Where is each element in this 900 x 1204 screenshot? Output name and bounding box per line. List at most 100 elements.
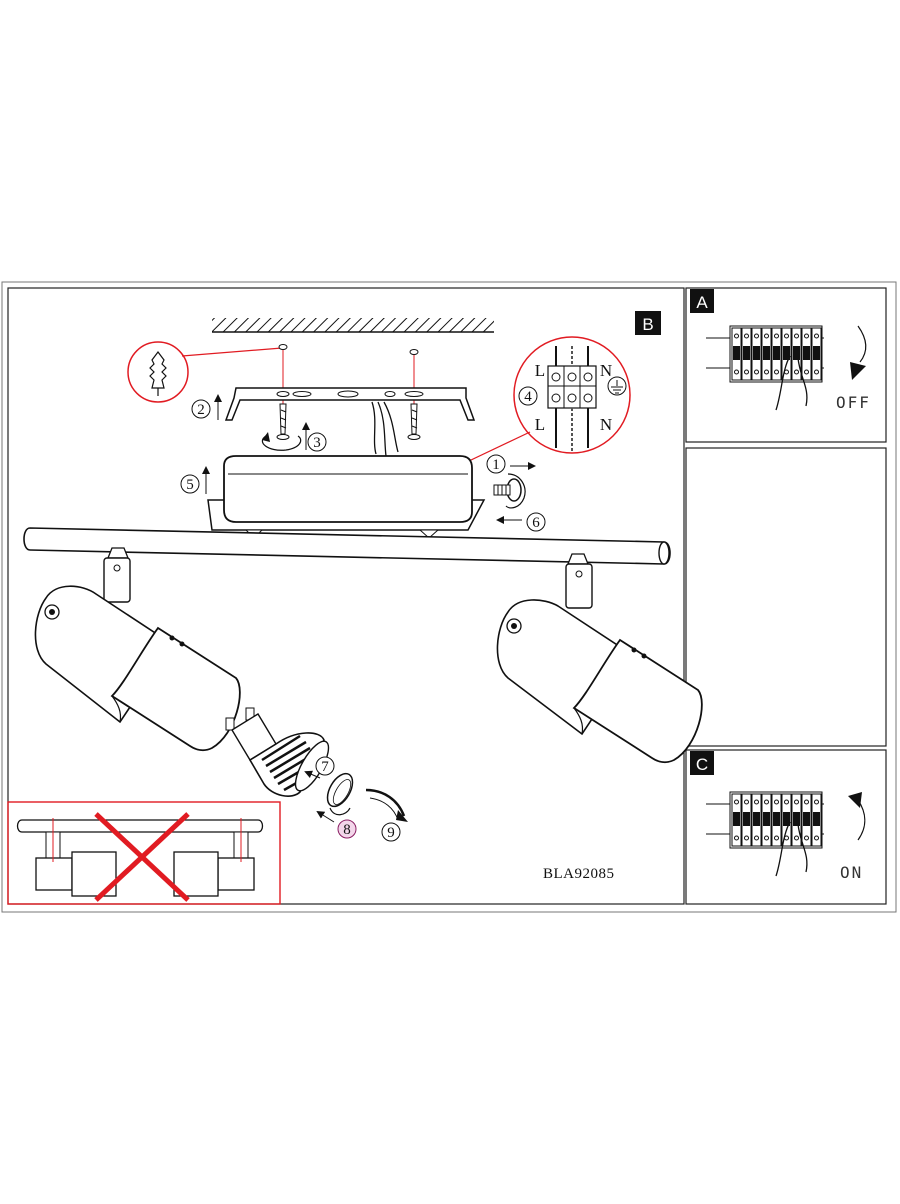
gu10-bulb: [225, 707, 330, 797]
breaker-terminal: [754, 799, 759, 805]
glass-ring: [326, 772, 354, 808]
breaker-terminal: [734, 333, 739, 339]
breaker-switch: [813, 812, 820, 826]
light-bar: [23, 527, 671, 565]
breaker-terminal: [744, 369, 749, 375]
breaker-terminal: [814, 835, 819, 841]
step-6-marker: 6: [496, 512, 546, 532]
breaker-switch: [793, 346, 800, 360]
breaker-switch: [773, 812, 780, 826]
breaker-switch: [743, 346, 750, 360]
svg-text:L: L: [535, 415, 545, 434]
off-label: OFF: [836, 393, 871, 412]
breaker-terminal: [794, 333, 799, 339]
panel-b-label: B: [635, 311, 661, 335]
blank-panel-frame: [685, 447, 887, 747]
svg-text:C: C: [696, 755, 708, 774]
breaker-terminal: [794, 835, 799, 841]
svg-text:5: 5: [186, 477, 194, 493]
svg-text:9: 9: [387, 825, 395, 841]
side-screw: [493, 478, 522, 502]
ceiling-wires: [371, 401, 399, 457]
step-1-marker: 1: [486, 454, 536, 474]
breaker-switch: [783, 812, 790, 826]
step-3-marker: 3: [261, 422, 327, 452]
earth-ground-icon: [607, 376, 627, 396]
svg-text:A: A: [696, 293, 708, 312]
breaker-terminal: [784, 333, 789, 339]
canopy: [207, 455, 486, 539]
svg-text:N: N: [600, 361, 612, 380]
breaker-terminal: [754, 369, 759, 375]
breaker-switch: [783, 346, 790, 360]
breaker-panel-off: OFF: [706, 325, 871, 412]
svg-text:1: 1: [492, 457, 500, 473]
breaker-terminal: [774, 835, 779, 841]
terminal-block-callout: L N L N: [513, 336, 631, 454]
breaker-terminal: [774, 369, 779, 375]
step-5-marker: 5: [180, 466, 210, 494]
breaker-switch: [763, 346, 770, 360]
screw-right: [407, 403, 421, 440]
svg-text:8: 8: [343, 822, 351, 838]
step-4-marker: 4: [518, 386, 538, 406]
panel-c-label: C: [690, 751, 714, 775]
step-9-marker: 9: [365, 788, 408, 842]
breaker-terminal: [794, 369, 799, 375]
breaker-terminal: [764, 369, 769, 375]
breaker-terminal: [804, 799, 809, 805]
breaker-switch: [793, 812, 800, 826]
breaker-row: [731, 793, 822, 847]
breaker-terminal: [804, 835, 809, 841]
step-7-marker: 7: [304, 756, 335, 779]
spotlight-right: [496, 553, 703, 764]
breaker-switch: [803, 346, 810, 360]
outer-frame: [1, 281, 897, 913]
svg-text:B: B: [642, 315, 653, 334]
svg-text:L: L: [535, 361, 545, 380]
svg-text:4: 4: [524, 389, 532, 405]
breaker-switch: [733, 346, 740, 360]
step-8-marker: 8: [316, 807, 357, 839]
breaker-terminal: [814, 369, 819, 375]
panel-c-frame: [685, 749, 887, 905]
breaker-terminal: [734, 799, 739, 805]
panel-b-frame: [7, 287, 685, 905]
breaker-terminal: [744, 835, 749, 841]
svg-text:6: 6: [532, 515, 540, 531]
panel-a-frame: [685, 287, 887, 443]
breaker-switch: [813, 346, 820, 360]
drill-hole: [278, 344, 288, 350]
breaker-terminal: [764, 835, 769, 841]
step-2-marker: 2: [191, 394, 222, 420]
breaker-switch: [733, 812, 740, 826]
wrong-orientation-inset: [7, 801, 281, 905]
svg-text:7: 7: [321, 759, 329, 775]
on-label: ON: [840, 863, 863, 882]
breaker-switch: [743, 812, 750, 826]
panel-a-label: A: [690, 289, 714, 313]
breaker-switch: [763, 812, 770, 826]
breaker-switch: [773, 346, 780, 360]
breaker-terminal: [814, 799, 819, 805]
spotlight-left: [34, 547, 241, 752]
model-code: BLA92085: [543, 866, 615, 882]
screw-left: [276, 403, 290, 440]
breaker-terminal: [774, 799, 779, 805]
breaker-terminal: [764, 799, 769, 805]
breaker-switch: [803, 812, 810, 826]
breaker-terminal: [754, 835, 759, 841]
breaker-terminal: [764, 333, 769, 339]
ceiling-hatch: [212, 318, 494, 333]
breaker-panel-on: ON: [706, 791, 866, 882]
breaker-terminal: [744, 333, 749, 339]
breaker-terminal: [784, 799, 789, 805]
drill-hole: [409, 349, 419, 355]
breaker-row: [731, 327, 822, 381]
breaker-terminal: [754, 333, 759, 339]
mounting-bracket: [224, 387, 476, 421]
breaker-switch: [753, 812, 760, 826]
svg-text:3: 3: [313, 435, 321, 451]
wall-plug-icon: [127, 341, 189, 403]
